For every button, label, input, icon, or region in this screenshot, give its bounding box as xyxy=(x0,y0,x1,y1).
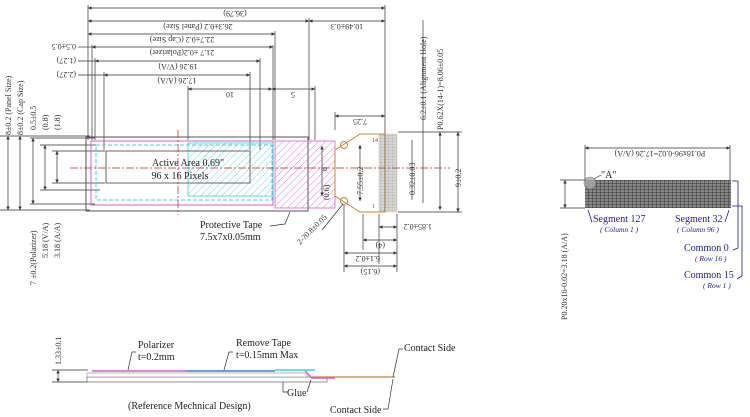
dim-active-area: 17.26 (A/A) xyxy=(157,76,196,85)
protective-tape-title: Protective Tape xyxy=(200,220,263,231)
offset-2: (1.27) xyxy=(56,56,76,65)
hole-label: 2-?0.8±0.05 xyxy=(295,213,329,247)
dim-overall: (36.79) xyxy=(223,9,247,18)
dim-left-offset: 0.5±0.5 xyxy=(29,106,38,130)
dim-left-08: (0.8) xyxy=(41,114,50,130)
fpc-pins xyxy=(378,133,398,213)
pitch-horizontal: P0.18x96-0.02=17.26 (A/A) xyxy=(614,149,705,158)
active-area-label: Active Area 0.69" xyxy=(152,158,224,169)
dim-fpc-length: 10.49±0.3 xyxy=(331,22,363,31)
dim-fpc-neck: 7.25 xyxy=(353,117,367,126)
row-1-label: ( Row 1 ) xyxy=(703,281,731,290)
side-view-caption: (Reference Mechnical Design) xyxy=(128,401,251,412)
alignment-hole-top xyxy=(340,141,348,149)
dim-left-18: (1.8) xyxy=(53,114,62,130)
alignment-hole-bottom xyxy=(340,197,348,205)
dim-pitch: P0.62X(14-1)=8.06±0.05 xyxy=(436,49,445,130)
dim-185: 1.85±0.2 xyxy=(404,222,432,231)
pin-label-first: 14 xyxy=(372,138,378,144)
polarizer-t-label: t=0.2mm xyxy=(138,352,175,363)
pixel-grid xyxy=(585,180,731,208)
dim-alignment-hole: 6.2±0.1 (Alignment Hole) xyxy=(419,36,428,120)
dim-left-polarizer: 7 ±0.2(Polarizer) xyxy=(29,230,38,285)
dim-615: (6.15) xyxy=(360,267,380,276)
dim-left-active: 3.18 (A/A) xyxy=(53,223,62,258)
tape-dim-06: (0.6) xyxy=(322,184,331,200)
column-96-label: ( Column 96 ) xyxy=(677,225,719,234)
protective-tape-cyan xyxy=(187,142,274,197)
remove-tape-label: Remove Tape xyxy=(236,338,291,349)
tape-dim-8: 8 xyxy=(320,167,329,171)
remove-tape-t-label: t=0.15mm Max xyxy=(236,350,298,361)
left-offset-labels: 0.5±0.5 (1.27) (2.27) xyxy=(52,42,104,79)
segment-32-label: Segment 32 xyxy=(675,214,723,225)
dim-4: (4) xyxy=(375,241,385,250)
offset-1: 0.5±0.5 xyxy=(52,42,76,51)
left-dimensions: 8±0.2 (Panel Size) 8±0.2 (Cap Size) 0.5±… xyxy=(0,75,105,285)
dim-left-cap: 8±0.2 (Cap Size) xyxy=(16,80,25,135)
contact-side-bottom-label: Contact Side xyxy=(330,405,382,416)
thickness-label: 1.33±0.1 xyxy=(54,337,63,365)
detail-a-marker xyxy=(583,176,597,190)
dim-pin-width: 0.32±0.03 xyxy=(408,163,417,195)
dim-pin-span: 7.55±0.2 xyxy=(356,167,365,195)
glass-layer xyxy=(86,376,328,383)
dim-left-viewing: 5.18 (V/A) xyxy=(41,223,50,258)
dim-cap-size: 22.7±0.2 (Cap Size) xyxy=(149,35,214,44)
pixel-detail-view: P0.18x96-0.02=17.26 (A/A) "A" P0.20x16-0… xyxy=(560,145,743,320)
dim-left-panel: 8±0.2 (Panel Size) xyxy=(4,75,13,135)
contact-side-top-label: Contact Side xyxy=(404,343,456,354)
pitch-vertical: P0.20x16-0.02=3.18 (A/A) xyxy=(560,233,569,320)
dim-tape-width: 10 xyxy=(226,90,234,99)
glue-label: Glue xyxy=(287,388,307,399)
dim-fpc-width: 9±0.2 xyxy=(454,169,463,187)
cap-outline xyxy=(95,144,273,201)
column-1-label: ( Column 1 ) xyxy=(600,225,639,234)
detail-a-label: "A" xyxy=(601,170,616,181)
side-view: 1.33±0.1 Polarizer t=0.2mm Remove Tape t… xyxy=(52,337,456,416)
common-0-label: Common 0 xyxy=(684,243,729,254)
dim-polarizer: 21.7 ±0.2(Polarizer) xyxy=(149,48,214,57)
front-view: (36.79) 26.3±0.2 (Panel Size) 10.49±0.3 … xyxy=(0,5,463,285)
row-16-label: ( Row 16 ) xyxy=(695,254,727,263)
dim-61: 6.1±0.2 xyxy=(356,254,380,263)
pixels-label: 96 x 16 Pixels xyxy=(152,171,209,182)
top-dimension-labels: (36.79) 26.3±0.2 (Panel Size) 10.49±0.3 … xyxy=(149,9,367,126)
common-15-label: Common 15 xyxy=(684,270,734,281)
offset-3: (2.27) xyxy=(56,70,76,79)
dim-panel-size: 26.3±0.2 (Panel Size) xyxy=(163,22,233,31)
pin-label-last: 1 xyxy=(372,204,375,210)
segment-127-label: Segment 127 xyxy=(593,214,646,225)
polarizer-label: Polarizer xyxy=(138,340,175,351)
dim-tape-offset: 5 xyxy=(291,90,295,99)
protective-tape-size: 7.5x7x0.05mm xyxy=(200,232,261,243)
dim-viewing-area: 19.26 (V/A) xyxy=(158,62,197,71)
